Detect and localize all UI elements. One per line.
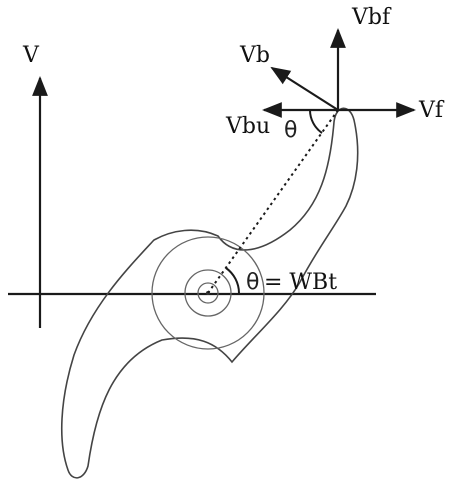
blade-outline (61, 107, 359, 479)
v-axis-label: V (22, 43, 40, 68)
vbu-label: Vbu (225, 114, 270, 139)
outer-rotor-circle (151, 236, 265, 350)
middle-rotor-circle (184, 269, 232, 317)
center-theta-symbol: θ (246, 270, 259, 295)
radius-dotted-line (207, 109, 339, 294)
tip-angle-arc (308, 109, 323, 134)
hub-circle (197, 282, 219, 304)
vbf-label: Vbf (351, 5, 392, 30)
vb-vector (270, 66, 339, 111)
vb-label: Vb (239, 43, 270, 68)
angle-formula-label: = WBt (264, 270, 337, 295)
vf-label: Vf (418, 98, 445, 123)
tip-theta-symbol: θ (284, 118, 297, 143)
center-angle-arc (225, 267, 240, 294)
